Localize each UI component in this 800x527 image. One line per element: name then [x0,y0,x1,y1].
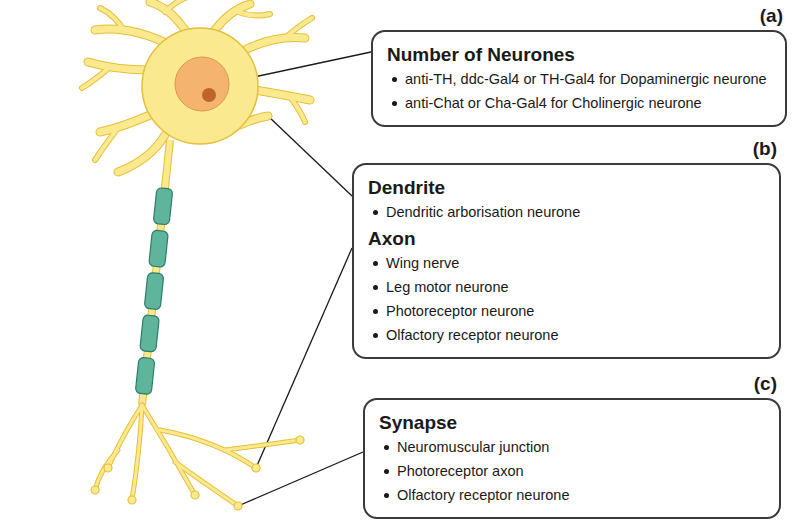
nucleus [175,57,229,111]
panel-letter: (b) [753,138,777,160]
dendrite-outline [88,62,150,70]
terminal-bouton [296,436,304,444]
terminal-outline [95,450,118,490]
terminal-branch [95,450,118,490]
bullet-dot [384,445,389,450]
leader-line [256,248,352,468]
dendrite [100,8,125,32]
terminal-bouton [234,502,242,510]
dendrite [88,62,150,70]
terminal-branch [142,405,195,495]
bullet-dot [373,333,378,338]
bullet-dot [392,77,397,82]
dendrite [285,18,312,38]
bullet-dot [392,101,397,106]
section-heading: Synapse [379,410,767,435]
dendrite-outline [245,38,305,51]
dendrite [290,97,305,122]
leader-line [268,116,352,196]
list-item: Leg motor neurone [368,275,767,299]
callout-box: (b)DendriteDendritic arborisation neuron… [352,163,781,359]
dendrite-outline [118,135,165,172]
dendrite [82,67,110,88]
dendrite [238,12,270,16]
list-item: Photoreceptor neurone [368,299,767,323]
dendrites [82,0,312,172]
terminal-outline [175,462,238,506]
dendrite [118,135,165,172]
list-item: Neuromuscular junction [379,435,767,459]
dendrite [95,128,118,160]
dendrite [215,4,250,30]
terminal-bouton [104,464,112,472]
list-item: Olfactory receptor neurone [379,483,767,507]
bullet-dot [384,493,389,498]
dendrite [255,90,310,100]
terminal-outline [225,440,300,450]
leader-line [238,452,363,506]
bullet-dot [373,261,378,266]
list-item: Wing nerve [368,251,767,275]
dendrite [245,38,305,51]
axon [135,140,173,405]
section-heading: Axon [368,226,767,251]
axon-terminals [91,405,304,510]
panel-letter: (a) [760,5,783,27]
dendrite [95,29,170,45]
terminal-bouton [191,491,199,499]
section-heading: Number of Neurones [387,42,773,67]
terminal-outline [142,405,195,495]
panel-letter: (c) [754,373,777,395]
dendrite-outline [238,12,270,16]
dendrite-outline [165,0,185,12]
myelin-sheath [144,272,164,309]
callout-box: (a)Number of Neuronesanti-TH, ddc-Gal4 o… [371,30,787,127]
dendrite-outline [95,29,170,45]
callout-box: (c)SynapseNeuromuscular junctionPhotorec… [363,398,781,519]
dendrite-outline [100,115,150,132]
list-item: Olfactory receptor neurone [368,323,767,347]
list-item: Photoreceptor axon [379,459,767,483]
dendrite [150,2,185,30]
bullet-dot [373,309,378,314]
terminal-branch [132,405,142,500]
terminal-bouton [252,464,260,472]
myelin-sheath [135,357,155,394]
list-item: anti-Chat or Cha-Gal4 for Cholinergic ne… [387,91,773,115]
dendrite [165,0,185,12]
terminal-branch [225,440,300,450]
dendrite [100,115,150,132]
bullet-dot [384,469,389,474]
list-item: anti-TH, ddc-Gal4 or TH-Gal4 for Dopamin… [387,67,773,91]
soma [142,28,258,144]
bullet-dot [373,285,378,290]
nucleolus [202,88,216,102]
myelin-sheath [153,188,173,225]
myelin-sheath [149,230,169,267]
terminal-bouton [128,496,136,504]
dendrite-outline [82,67,110,88]
dendrite-outline [255,90,310,100]
section-heading: Dendrite [368,175,767,200]
terminal-branch [175,462,238,506]
list-item: Dendritic arborisation neurone [368,200,767,224]
bullet-dot [373,210,378,215]
terminal-bouton [91,486,99,494]
myelin-sheath [140,315,160,352]
